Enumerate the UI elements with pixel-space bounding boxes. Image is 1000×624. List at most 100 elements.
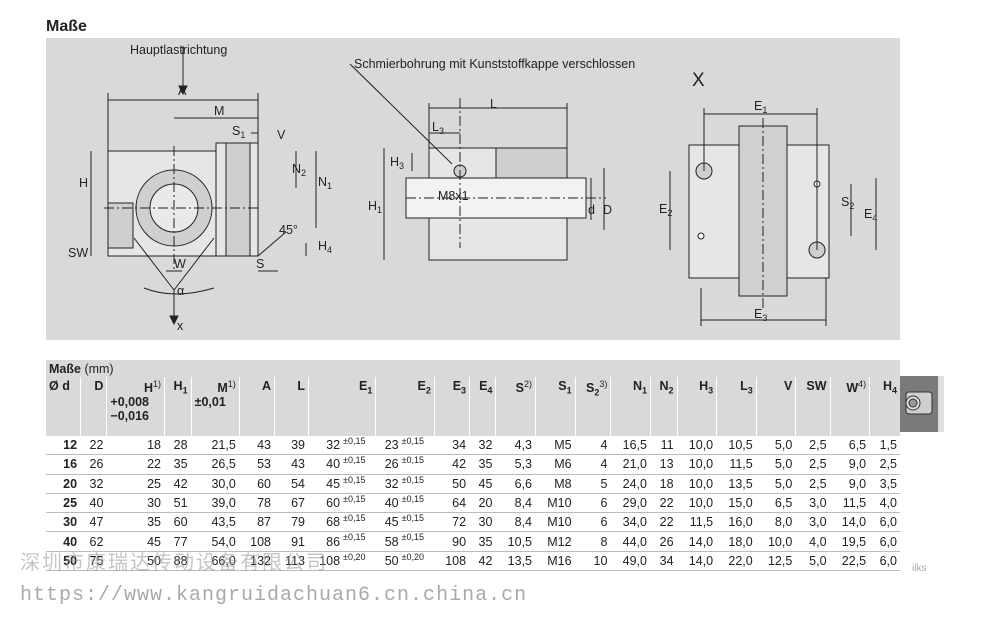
main-load-direction-label: Hauptlastrichtung <box>130 43 227 57</box>
column-header: S23) <box>574 377 611 436</box>
page-title: Maße <box>46 18 87 35</box>
label-l3: L3 <box>432 120 444 136</box>
table-cell: 3,0 <box>795 493 831 514</box>
side-view <box>349 63 606 261</box>
table-cell: 26,5 <box>190 454 240 475</box>
table-cell: 72 <box>433 512 470 533</box>
table-cell: 49,0 <box>610 551 651 572</box>
table-cell: 64 <box>433 493 470 514</box>
table-cell: 78 <box>238 493 275 514</box>
table-cell: 87 <box>238 512 275 533</box>
column-header: V <box>755 377 796 436</box>
table-cell: 30 <box>106 493 165 514</box>
table-cell: 40 <box>308 454 344 475</box>
table-cell: 4,3 <box>495 436 536 456</box>
column-header: L <box>273 377 309 436</box>
table-cell: 132 <box>238 551 275 572</box>
table-cell: 40 <box>46 531 81 552</box>
front-view <box>90 46 317 326</box>
table-cell: 45 <box>469 474 496 494</box>
table-cell: ±0,20 <box>343 551 376 572</box>
table-cell: 20 <box>46 474 81 494</box>
table-cell: ±0,15 <box>343 512 376 533</box>
table-cell: 10,5 <box>495 531 536 552</box>
table-cell: 10,0 <box>676 436 717 456</box>
technical-drawing: Hauptlastrichtung A M S1 V H N2 N1 45° H… <box>68 43 877 333</box>
table-cell: 50 <box>375 551 402 572</box>
table-cell: 54 <box>273 474 309 494</box>
table-cell: 9,0 <box>829 454 870 475</box>
table-cell: 11,5 <box>829 493 870 514</box>
table-cell: 54,0 <box>190 531 240 552</box>
column-header: A <box>238 377 275 436</box>
table-cell: 35 <box>164 454 192 475</box>
column-header: E2 <box>375 377 435 436</box>
label-n2: N2 <box>292 162 306 178</box>
table-cell: 18,0 <box>716 531 757 552</box>
table-caption-unit: (mm) <box>84 361 114 376</box>
label-45deg: 45° <box>279 223 298 237</box>
table-cell: ±0,15 <box>401 474 435 494</box>
table-cell: 16 <box>46 454 81 475</box>
label-s2: S2 <box>841 195 854 211</box>
table-cell: 113 <box>273 551 309 572</box>
table-cell: 12 <box>46 436 81 456</box>
table-cell: 108 <box>238 531 275 552</box>
table-cell: 32 <box>469 436 496 456</box>
table-cell: 2,5 <box>795 436 831 456</box>
table-cell: 60 <box>164 512 192 533</box>
table-caption: Maße (mm) <box>46 360 900 377</box>
view-x <box>669 108 877 326</box>
column-header: E1 <box>307 377 376 436</box>
dimension-drawing-panel: Hauptlastrichtung A M S1 V H N2 N1 45° H… <box>46 38 900 340</box>
table-cell: 50 <box>46 551 81 572</box>
table-cell: 1,5 <box>869 436 900 456</box>
linear-bearing-icon <box>905 391 933 415</box>
table-cell: M6 <box>535 454 576 475</box>
table-cell: 5,0 <box>755 436 796 456</box>
column-header: L3 <box>716 377 757 436</box>
table-cell: 5,0 <box>755 474 796 494</box>
table-cell: 25 <box>106 474 165 494</box>
table-cell: 35 <box>469 454 496 475</box>
watermark-url: https://www.kangruidachuan6.cn.china.cn <box>20 584 528 607</box>
table-cell: 18 <box>106 436 165 456</box>
table-cell: 8,4 <box>495 493 536 514</box>
table-cell: 8,4 <box>495 512 536 533</box>
label-d: d <box>588 203 595 217</box>
table-cell: 51 <box>164 493 192 514</box>
column-header: E4 <box>469 377 496 436</box>
table-cell: 43 <box>238 436 275 456</box>
label-h1: H1 <box>368 199 382 215</box>
table-cell: 22 <box>80 436 107 456</box>
label-alpha: α <box>177 284 184 298</box>
label-s: S <box>256 257 264 271</box>
column-header: W4) <box>829 377 870 436</box>
column-header: H1)+0,008−0,016 <box>106 377 165 436</box>
table-cell: 88 <box>164 551 192 572</box>
label-e3: E3 <box>754 307 767 323</box>
table-cell: 75 <box>80 551 107 572</box>
table-cell: 11 <box>649 436 678 456</box>
table-cell: 47 <box>80 512 107 533</box>
front-view-labels: Hauptlastrichtung A M S1 V H N2 N1 45° H… <box>68 43 332 333</box>
side-tab-edge <box>938 376 944 432</box>
column-header: S1 <box>535 377 576 436</box>
table-cell: 10,0 <box>755 531 796 552</box>
table-cell: 60 <box>238 474 275 494</box>
table-cell: 40 <box>80 493 107 514</box>
table-cell: ±0,15 <box>343 474 376 494</box>
table-cell: ±0,15 <box>401 531 435 552</box>
table-cell: 26 <box>80 454 107 475</box>
table-cell: 67 <box>273 493 309 514</box>
table-cell: 32 <box>308 436 344 456</box>
label-h3: H3 <box>390 155 404 171</box>
label-e1: E1 <box>754 99 767 115</box>
